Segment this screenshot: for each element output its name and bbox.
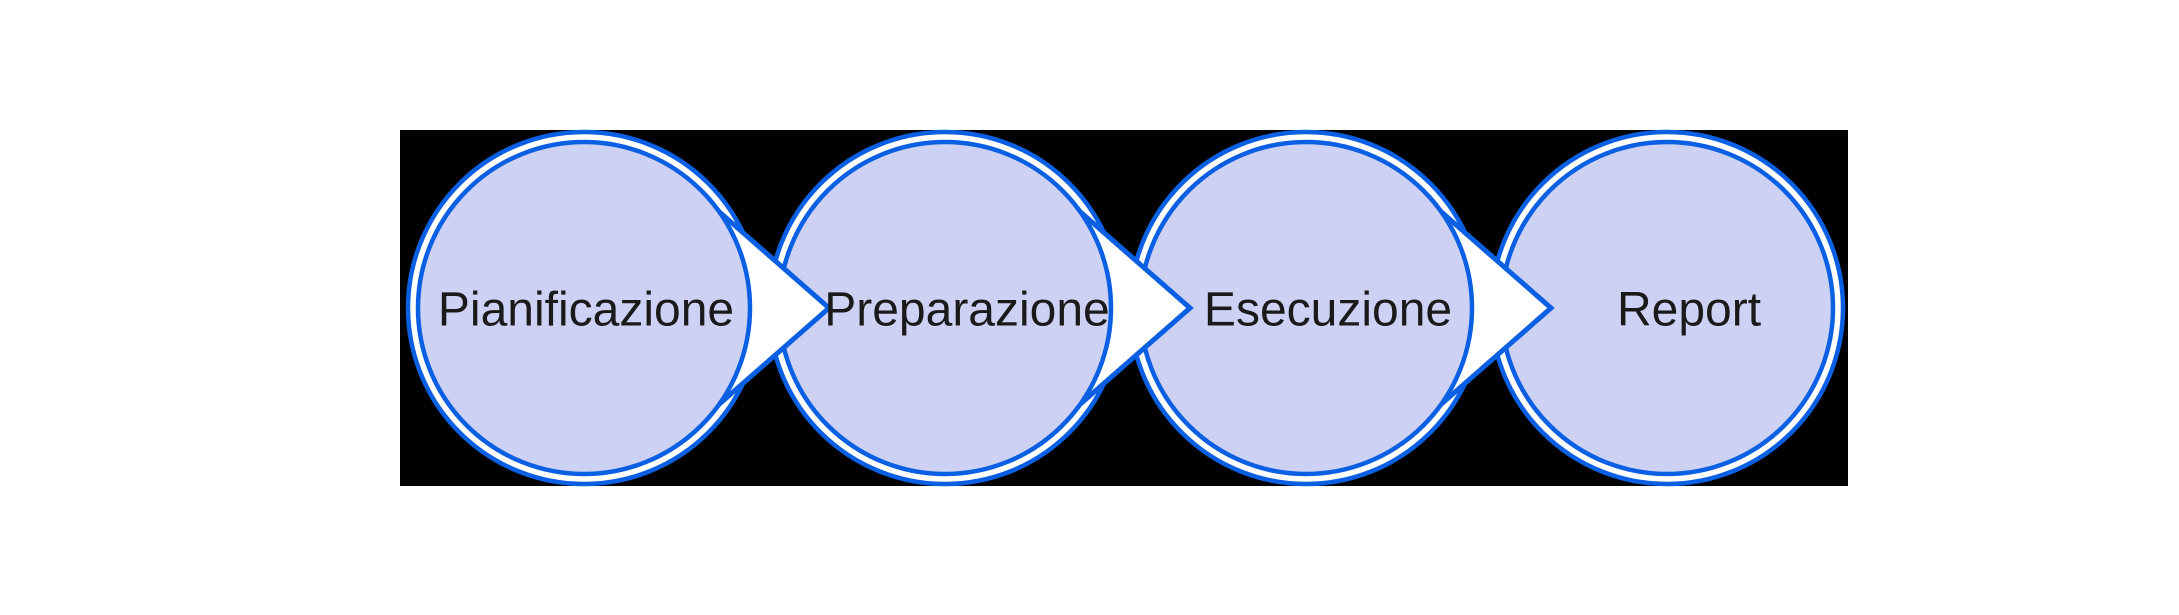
step-2-label: Preparazione bbox=[824, 284, 1110, 337]
step-3-label: Esecuzione bbox=[1204, 284, 1452, 337]
step-1-inner-circle bbox=[415, 139, 753, 477]
step-4-label: Report bbox=[1617, 284, 1761, 337]
step-1-label: Pianificazione bbox=[438, 284, 734, 337]
